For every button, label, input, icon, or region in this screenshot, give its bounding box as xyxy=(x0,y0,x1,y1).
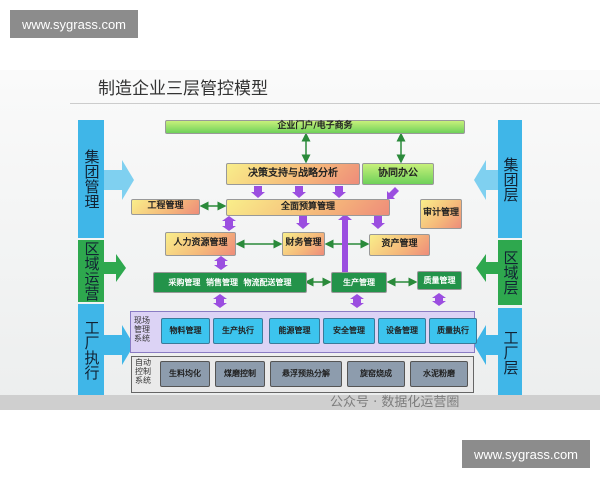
watermark-bottom: www.sygrass.com xyxy=(462,440,590,468)
audit-box: 审计管理 xyxy=(420,199,462,229)
slide-footer-strip xyxy=(0,395,600,410)
automation-item: 水泥粉磨 xyxy=(410,361,468,387)
purple-arrow xyxy=(213,294,227,308)
divider xyxy=(70,103,600,104)
mes-items: 物料管理 生产执行 能源管理 安全管理 设备管理 质量执行 xyxy=(161,318,477,344)
mes-label: 现场管理系统 xyxy=(134,316,150,343)
supply-box: 采购管理 销售管理 物流配送管理 xyxy=(153,272,307,293)
decision-box: 决策支持与战略分析 xyxy=(226,163,360,185)
portal-box: 企业门户/电子商务 xyxy=(165,120,465,134)
purple-arrow xyxy=(222,216,236,231)
budget-box: 全面预算管理 xyxy=(226,199,390,216)
arrow-right-factory xyxy=(474,325,498,365)
automation-item: 悬浮预热分解 xyxy=(270,361,342,387)
purple-arrow xyxy=(332,186,346,198)
left-label-region: 区域运营 xyxy=(78,240,104,302)
engineering-box: 工程管理 xyxy=(131,199,200,215)
automation-band: 自动控制系统 生料均化 煤磨控制 悬浮预热分解 旋窑烧成 水泥粉磨 xyxy=(131,356,474,393)
mes-item: 生产执行 xyxy=(213,318,263,344)
assets-box: 资产管理 xyxy=(369,234,430,256)
purple-arrow xyxy=(371,216,385,229)
hr-box: 人力资源管理 xyxy=(165,232,236,256)
right-label-group: 集团层 xyxy=(498,120,522,238)
mes-item: 质量执行 xyxy=(429,318,477,344)
purple-arrow xyxy=(292,186,306,198)
mes-item: 设备管理 xyxy=(378,318,426,344)
purple-arrow xyxy=(387,187,399,199)
quality-box: 质量管理 xyxy=(417,271,462,290)
production-box: 生产管理 xyxy=(331,272,387,293)
left-label-group: 集团管理 xyxy=(78,120,104,238)
purple-arrow-trunk xyxy=(338,214,352,272)
purple-arrow xyxy=(251,186,265,198)
purple-arrow xyxy=(214,256,228,270)
left-label-factory: 工厂执行 xyxy=(78,304,104,396)
right-label-region: 区域层 xyxy=(498,240,522,305)
automation-item: 生料均化 xyxy=(160,361,210,387)
overlay-watermark: 公众号 · 数据化运营圈 xyxy=(330,395,460,410)
purple-arrow xyxy=(432,293,446,306)
mes-band: 现场管理系统 物料管理 生产执行 能源管理 安全管理 设备管理 质量执行 xyxy=(130,311,477,353)
arrow-left-region xyxy=(104,254,126,282)
collab-box: 协同办公 xyxy=(362,163,434,185)
finance-box: 财务管理 xyxy=(282,232,325,256)
page-title: 制造企业三层管控模型 xyxy=(98,79,268,99)
arrow-right-region xyxy=(476,254,498,282)
arrow-right-group xyxy=(474,160,498,200)
automation-item: 煤磨控制 xyxy=(215,361,265,387)
purple-arrow xyxy=(296,216,310,229)
purple-arrow xyxy=(350,294,364,308)
mes-item: 安全管理 xyxy=(323,318,375,344)
arrow-left-group xyxy=(104,160,134,200)
arrow-left-factory xyxy=(104,325,134,365)
watermark-top: www.sygrass.com xyxy=(10,10,138,38)
automation-item: 旋窑烧成 xyxy=(347,361,405,387)
automation-label: 自动控制系统 xyxy=(135,358,151,385)
right-label-factory: 工厂层 xyxy=(498,308,522,396)
mes-item: 物料管理 xyxy=(161,318,210,344)
mes-item: 能源管理 xyxy=(269,318,320,344)
automation-items: 生料均化 煤磨控制 悬浮预热分解 旋窑烧成 水泥粉磨 xyxy=(160,361,468,387)
